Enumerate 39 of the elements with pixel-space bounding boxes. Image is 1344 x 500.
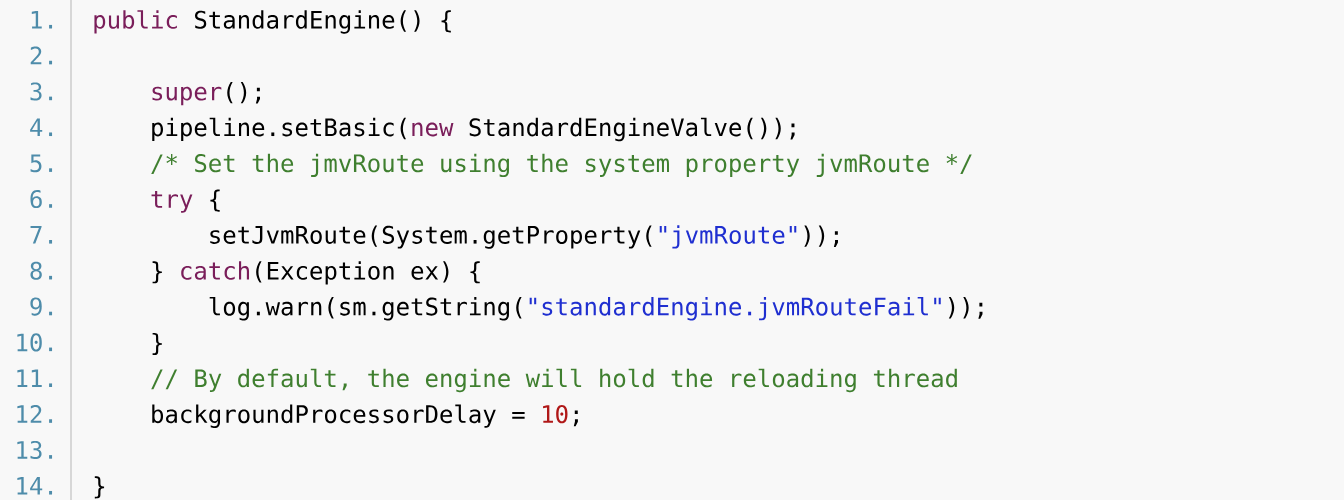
code-text: } [152,261,162,284]
line-number: 1. [31,11,53,29]
line-number: 5. [30,154,53,173]
code-text: public [94,10,177,34]
code-text: StandardEngineValve()); [469,117,795,142]
code-text: { [210,189,220,212]
line-number: 13. [17,440,53,460]
code-text: (); [227,82,260,104]
line-number: 11. [17,369,53,387]
line-number: 4. [30,118,53,137]
line-number: 14. [17,477,53,495]
code-text: )); [804,225,838,247]
line-number: 6. [30,189,53,209]
code-text: } [94,476,105,499]
code-text: backgroundProcessorDelay = [152,404,525,428]
line-number: 2. [30,46,53,65]
code-text: catch [181,261,249,280]
code-text: "jvmRoute" [659,225,797,249]
code-text: setJvmRoute(System.getProperty( [210,225,652,249]
code-text: (Exception ex) { [256,261,480,285]
line-number: 8. [30,261,53,280]
code-text: } [152,332,162,356]
line-number: 10. [17,333,53,352]
line-number: 7. [30,226,53,244]
line-number: 9. [30,297,53,316]
code-text: super [152,86,222,106]
code-text: )); [948,297,983,319]
code-text: try [151,190,193,213]
code-comment: // By default, the engine will hold the reloading thread [151,368,957,393]
code-comment: /* Set the jmvRoute using the system property jvmRoute */ [151,153,972,178]
code-text: "standardEngine.jvmRouteFail" [529,296,941,321]
code-text: new [412,122,454,137]
code-text: StandardEngine() { [195,10,451,34]
code-text: 10 [543,405,568,424]
code-text: ; [573,410,578,427]
line-number: 12. [17,405,53,423]
code-text: log.warn(sm.getString( [209,296,522,321]
line-number: 3. [30,82,53,101]
code-text: pipeline.setBasic( [152,117,406,142]
